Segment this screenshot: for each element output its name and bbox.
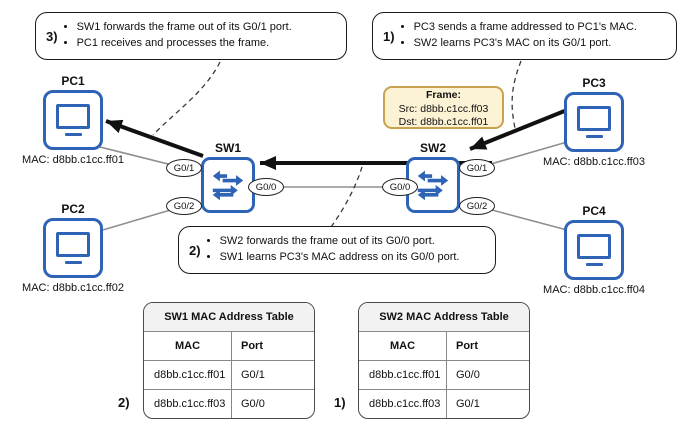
pc4-mac-label: MAC: d8bb.c1cc.ff04 xyxy=(543,284,645,296)
frame-dst-mac: Dst: d8bb.c1cc.ff01 xyxy=(398,116,489,129)
pc1-mac-label: MAC: d8bb.c1cc.ff01 xyxy=(22,154,124,166)
table-header-row: MAC Port xyxy=(359,332,529,361)
table-title: SW1 MAC Address Table xyxy=(144,303,314,332)
step-number: 3) xyxy=(46,28,58,44)
leader-step3 xyxy=(152,61,221,136)
sw1-port-g0-1: G0/1 xyxy=(166,159,202,177)
table-row: d8bb.c1cc.ff01 G0/1 xyxy=(144,361,314,390)
mac-cell: d8bb.c1cc.ff01 xyxy=(359,361,447,389)
switch-arrows-icon xyxy=(212,170,244,201)
pc2-label: PC2 xyxy=(61,202,85,216)
pc3-mac-label: MAC: d8bb.c1cc.ff03 xyxy=(543,156,645,168)
frame-contents-box: Frame: Src: d8bb.c1cc.ff03 Dst: d8bb.c1c… xyxy=(383,86,504,129)
pc-icon xyxy=(564,92,624,152)
pc-icon xyxy=(564,220,624,280)
callout-bullet-list: PC3 sends a frame addressed to PC1's MAC… xyxy=(397,20,637,52)
frame-title: Frame: xyxy=(425,89,461,101)
step-number: 2) xyxy=(189,242,201,258)
sw2-port-g0-2: G0/2 xyxy=(459,197,495,215)
sw2-label: SW2 xyxy=(419,141,446,155)
arrow-sw1-to-pc1 xyxy=(105,119,204,158)
callout-bullet: SW2 learns PC3's MAC on its G0/1 port. xyxy=(414,36,637,52)
table-step-tag: 2) xyxy=(118,395,130,410)
pc4-label: PC4 xyxy=(582,204,606,218)
callout-bullet: PC3 sends a frame addressed to PC1's MAC… xyxy=(414,20,637,36)
pc2-mac-label: MAC: d8bb.c1cc.ff02 xyxy=(22,282,124,294)
callout-step-1: 1) PC3 sends a frame addressed to PC1's … xyxy=(372,12,677,60)
sw1-port-g0-2: G0/2 xyxy=(166,197,202,215)
table-step-tag: 1) xyxy=(334,395,346,410)
arrow-pc3-to-sw2 xyxy=(469,108,568,151)
port-column-header: Port xyxy=(241,340,263,352)
monitor-stand-icon xyxy=(64,132,82,137)
pc-icon xyxy=(43,90,103,150)
mac-cell: d8bb.c1cc.ff01 xyxy=(144,361,232,389)
port-cell: G0/0 xyxy=(241,398,265,410)
switch-arrows-icon xyxy=(417,170,449,201)
table-row: d8bb.c1cc.ff03 G0/1 xyxy=(359,390,529,418)
table-header-row: MAC Port xyxy=(144,332,314,361)
port-cell: G0/0 xyxy=(456,369,480,381)
table-title: SW2 MAC Address Table xyxy=(359,303,529,332)
pc3-label: PC3 xyxy=(582,76,606,90)
monitor-screen-icon xyxy=(577,233,611,259)
node-pc4: PC4 MAC: d8bb.c1cc.ff04 xyxy=(519,204,669,296)
monitor-stand-icon xyxy=(64,260,82,265)
switch-icon xyxy=(201,157,255,213)
pc1-label: PC1 xyxy=(61,74,85,88)
callout-bullet-list: SW1 forwards the frame out of its G0/1 p… xyxy=(60,20,292,52)
node-pc1: PC1 MAC: d8bb.c1cc.ff01 xyxy=(0,74,148,166)
mac-cell: d8bb.c1cc.ff03 xyxy=(144,390,232,418)
mac-column-header: MAC xyxy=(144,332,232,360)
leader-step2 xyxy=(330,166,363,228)
monitor-stand-icon xyxy=(585,134,603,139)
sw1-mac-address-table: SW1 MAC Address Table MAC Port d8bb.c1cc… xyxy=(143,302,315,419)
table-row: d8bb.c1cc.ff01 G0/0 xyxy=(359,361,529,390)
port-cell: G0/1 xyxy=(456,398,480,410)
ethernet-links xyxy=(95,141,568,233)
monitor-screen-icon xyxy=(56,103,90,129)
callout-bullet: SW1 forwards the frame out of its G0/1 p… xyxy=(77,20,292,36)
port-column-header: Port xyxy=(456,340,478,352)
sw1-label: SW1 xyxy=(214,141,241,155)
table-row: d8bb.c1cc.ff03 G0/0 xyxy=(144,390,314,418)
node-pc2: PC2 MAC: d8bb.c1cc.ff02 xyxy=(0,202,148,294)
sw2-mac-address-table: SW2 MAC Address Table MAC Port d8bb.c1cc… xyxy=(358,302,530,419)
mac-column-header: MAC xyxy=(359,332,447,360)
callout-bullet-list: SW2 forwards the frame out of its G0/0 p… xyxy=(203,234,460,266)
monitor-screen-icon xyxy=(56,231,90,257)
mac-cell: d8bb.c1cc.ff03 xyxy=(359,390,447,418)
callout-bullet: PC1 receives and processes the frame. xyxy=(77,36,292,52)
monitor-screen-icon xyxy=(577,105,611,131)
sw1-port-g0-0: G0/0 xyxy=(248,178,284,196)
sw2-port-g0-1: G0/1 xyxy=(459,159,495,177)
node-pc3: PC3 MAC: d8bb.c1cc.ff03 xyxy=(519,76,669,168)
sw2-port-g0-0: G0/0 xyxy=(382,178,418,196)
frame-src-mac: Src: d8bb.c1cc.ff03 xyxy=(398,102,489,115)
pc-icon xyxy=(43,218,103,278)
callout-bullet: SW1 learns PC3's MAC address on its G0/0… xyxy=(220,250,460,266)
monitor-stand-icon xyxy=(585,262,603,267)
callout-bullet: SW2 forwards the frame out of its G0/0 p… xyxy=(220,234,460,250)
callout-step-3: 3) SW1 forwards the frame out of its G0/… xyxy=(35,12,347,60)
callout-step-2: 2) SW2 forwards the frame out of its G0/… xyxy=(178,226,496,274)
callout-leader-lines xyxy=(152,60,522,228)
port-cell: G0/1 xyxy=(241,369,265,381)
step-number: 1) xyxy=(383,28,395,44)
